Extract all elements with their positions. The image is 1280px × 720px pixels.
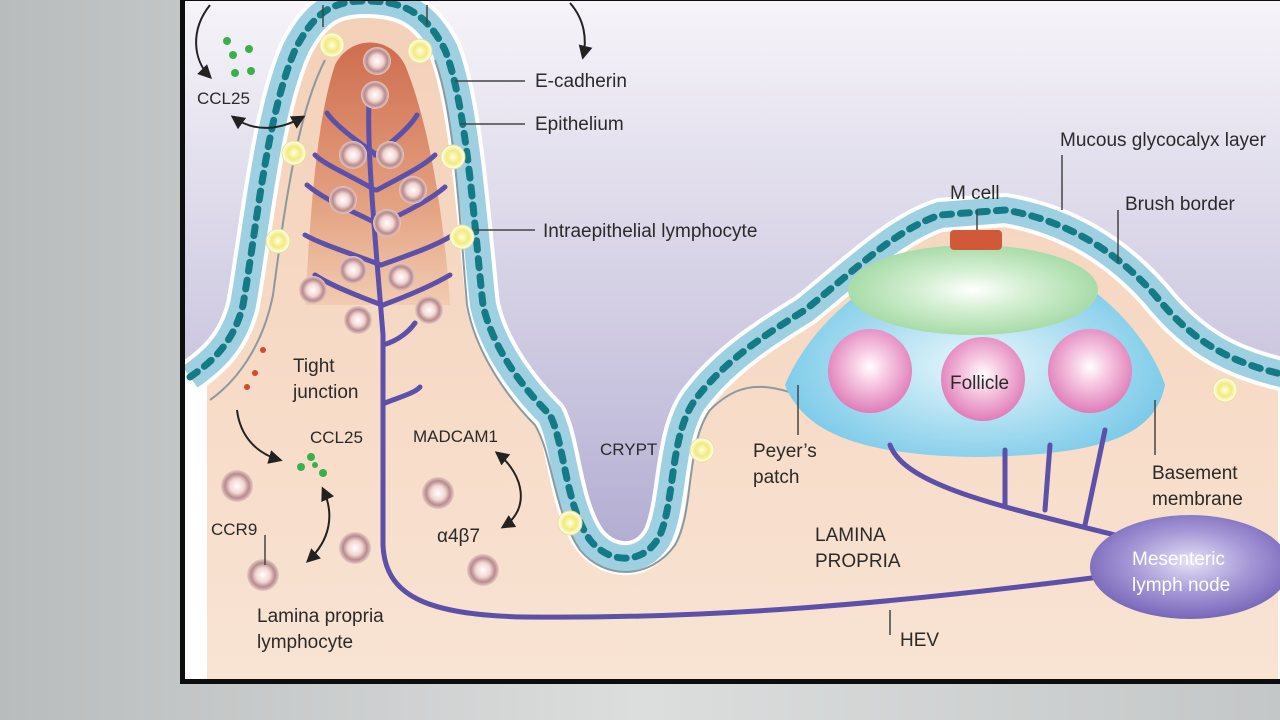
label-brush-border: Brush border (1125, 194, 1236, 215)
epithelial-nuclei (186, 1, 1280, 562)
label-basement-line1: Basement (1152, 463, 1238, 484)
germinal-center (848, 245, 1098, 335)
label-madcam1: MADCAM1 (413, 427, 498, 446)
tight-junction-dots (244, 347, 266, 390)
label-peyers-line2: patch (753, 467, 799, 488)
label-follicle: Follicle (950, 373, 1009, 394)
label-m-cell: M cell (950, 183, 1000, 204)
label-hev: HEV (900, 630, 939, 651)
mesenteric-lymph-node (1090, 515, 1280, 619)
label-tight-junction-line1: Tight (293, 356, 335, 377)
gut-mucosa-diagram: CCL25 E-cadherin Epithelium Mucous glyco… (185, 1, 1280, 679)
label-lp-lymphocyte-line1: Lamina propria (257, 606, 384, 627)
vessel-network (302, 82, 1118, 620)
lymphocytes (221, 47, 499, 591)
label-mesenteric-line1: Mesenteric (1132, 549, 1225, 570)
follicle-right (1048, 329, 1132, 413)
basement-membrane (209, 59, 826, 573)
m-cell (950, 230, 1002, 250)
label-ccl25-top: CCL25 (197, 89, 250, 108)
label-peyers-line1: Peyer’s (753, 441, 817, 462)
label-epithelium: Epithelium (535, 114, 624, 135)
label-lamina-propria-line2: PROPRIA (815, 551, 901, 572)
label-ccl25-bottom: CCL25 (310, 428, 363, 447)
follicle-left (828, 329, 912, 413)
label-basement-line2: membrane (1152, 489, 1243, 510)
label-e-cadherin: E-cadherin (535, 71, 627, 92)
label-ccr9: CCR9 (211, 520, 257, 539)
label-mucous-glycocalyx: Mucous glycocalyx layer (1060, 130, 1267, 151)
intraepithelial-lymphocytes (265, 32, 1238, 536)
ccl25-chemokine-dots (223, 37, 327, 477)
label-lamina-propria-line1: LAMINA (815, 525, 886, 546)
diagram-frame: CCL25 E-cadherin Epithelium Mucous glyco… (180, 0, 1280, 684)
label-mesenteric-line2: lymph node (1132, 575, 1230, 596)
label-a4b7: α4β7 (437, 526, 480, 547)
label-intraepithelial-lymphocyte: Intraepithelial lymphocyte (543, 221, 757, 242)
label-tight-junction-line2: junction (292, 382, 359, 403)
villus-core (305, 42, 450, 305)
label-lp-lymphocyte-line2: lymphocyte (257, 632, 353, 653)
arrows (195, 2, 593, 563)
label-crypt: CRYPT (600, 440, 657, 459)
leader-lines (264, 5, 1156, 635)
follicle-center (941, 337, 1025, 421)
